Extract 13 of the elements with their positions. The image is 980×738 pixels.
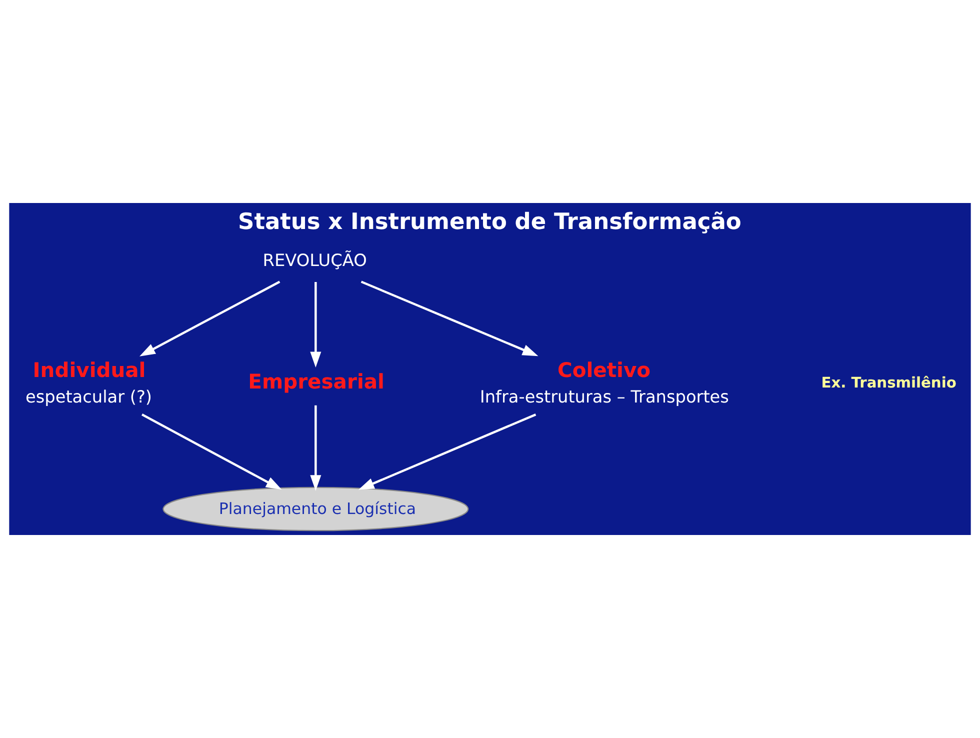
arrow [358,414,536,490]
diagram-title: Status x Instrumento de Transformação [238,208,742,235]
arrow [140,280,280,356]
arrow [310,282,322,368]
node-text: Coletivo Infra-estruturas – Transportes [480,358,729,407]
arrow [142,414,282,490]
node-text: Individual espetacular (?) [25,358,152,407]
node-text: REVOLUÇÃO [262,250,367,270]
arrow [310,405,322,491]
node-ellipse: Planejamento e Logística [162,486,469,532]
arrow [360,280,538,356]
label: Ex. Transmilênio [821,374,956,392]
node-text: Empresarial [248,369,384,394]
